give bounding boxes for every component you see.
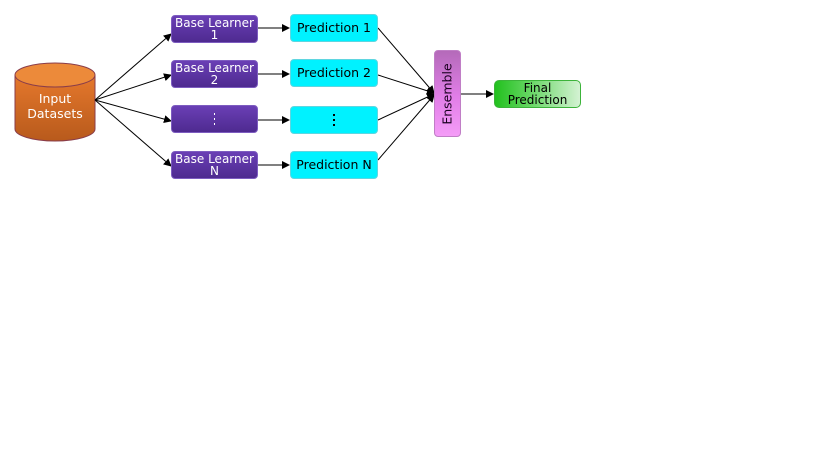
edge-input-learner-n [94,99,172,167]
prediction-2: Prediction 2 [290,59,378,87]
edge-pred-ensemble-n [377,94,435,161]
edge-pred-ensemble-3 [377,93,435,121]
prediction-1: Prediction 1 [290,14,378,42]
input-datasets-cylinder [14,62,96,142]
ensemble-node: Ensemble [434,50,461,137]
edge-input-learner-3 [94,99,172,123]
edge-input-learner-1 [94,33,172,101]
edge-pred-ensemble-2 [377,74,435,95]
prediction-ellipsis [290,106,378,134]
vertical-ellipsis-icon [213,113,216,125]
input-datasets-label: Input Datasets [27,91,83,121]
edge-input-learner-2 [94,73,172,101]
vertical-ellipsis-icon [333,114,335,126]
base-learner-ellipsis [171,105,258,133]
edge-pred-ensemble-1 [377,27,435,94]
prediction-n: Prediction N [290,151,378,179]
